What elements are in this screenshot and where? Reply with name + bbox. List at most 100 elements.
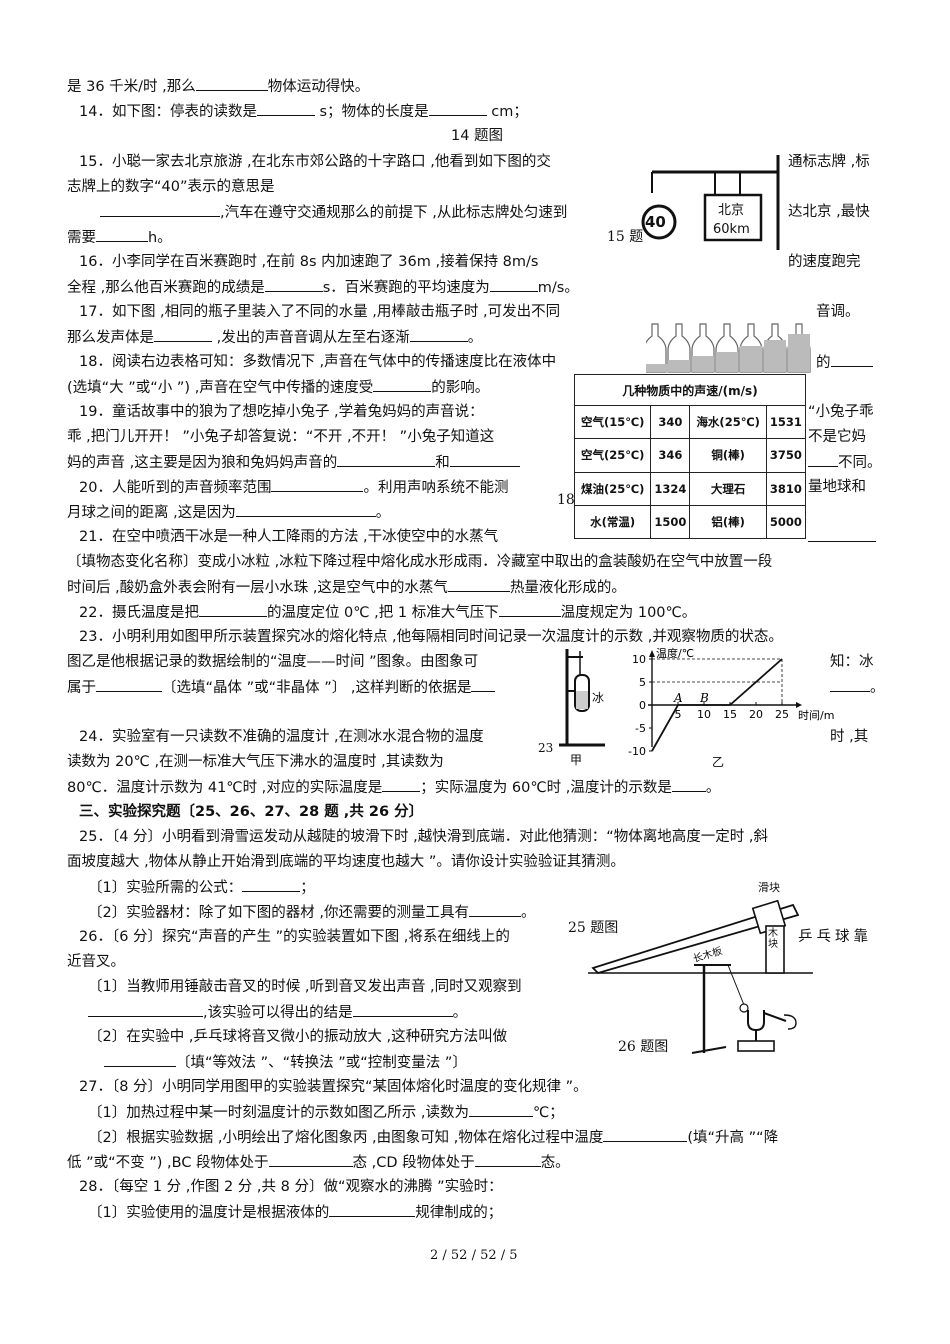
blank[interactable]: [603, 1127, 688, 1142]
blank[interactable]: [830, 677, 870, 692]
y-axis-arrow: [649, 650, 655, 657]
blank[interactable]: [808, 452, 838, 467]
question-15-line3: ,汽车在遵守交通规那么的前提下 ,从此标志牌处匀速到: [100, 202, 567, 223]
question-21-r1: [808, 527, 876, 548]
question-26-r1: 乒乓球靠: [798, 929, 872, 945]
fig23-ice-label: 冰: [592, 691, 605, 705]
blank[interactable]: [88, 1002, 203, 1017]
blank[interactable]: [337, 452, 436, 467]
question-19-line2: 乖 ,把门儿开开！ ”小兔子却答复说：“不开 ,不开！ ”小兔子知道这: [67, 429, 495, 445]
question-25-line2: 面坡度越大 ,物体从静止开始滑到底端的平均速度也越大 ”。请你设计实验验证其猜测…: [67, 854, 625, 870]
question-27-part2b: 低 ”或“不变 ”) ,BC 段物体处于态 ,CD 段物体处于态。: [67, 1152, 570, 1173]
fig15-sign: [641, 155, 780, 250]
question-17-line2: 那么发声体是 ,发出的声音音调从左至右逐渐。: [67, 327, 482, 348]
blank[interactable]: [468, 902, 521, 917]
question-25-part1: 〔1〕实验所需的公式：；: [88, 877, 315, 898]
question-25-part2: 〔2〕实验器材：除了如下图的器材 ,你还需要的测量工具有。: [88, 902, 535, 923]
fig14-caption: 14 题图: [451, 128, 504, 144]
fig25-incline: [588, 899, 813, 975]
blank[interactable]: [428, 101, 487, 116]
question-14: 14．如下图：停表的读数是 s；物体的长度是 cm；: [79, 101, 528, 122]
fig23-label-yi: 乙: [712, 755, 725, 769]
question-24-line2: 读数为 20℃ ,在测一标准大气压下沸水的温度时 ,其读数为: [67, 754, 444, 770]
question-17-r1: 音调。: [816, 304, 860, 320]
blank[interactable]: [489, 277, 538, 292]
point-label-a: A: [673, 691, 683, 705]
blank[interactable]: [373, 377, 432, 392]
x-tick-label: 10: [697, 708, 711, 721]
y-tick-label: 5: [639, 676, 646, 689]
x-axis-arrow: [796, 702, 802, 708]
question-23-line2: 图乙是他根据记录的数据绘制的“温度——时间 ”图象。由图象可: [67, 654, 479, 670]
question-23-line3: 属于〔选填“晶体 ”或“非晶体 ”〕 ,这样判断的依据是: [67, 677, 496, 698]
question-23-line1: 23．小明利用如图甲所示装置探究冰的熔化特点 ,他每隔相同时间记录一次温度计的示…: [79, 629, 783, 645]
blank[interactable]: [352, 1002, 453, 1017]
blank[interactable]: [471, 677, 496, 692]
blank[interactable]: [198, 602, 267, 617]
blank[interactable]: [96, 227, 148, 242]
fig18-caption: 18: [557, 492, 575, 508]
fig26-tuning-fork: [691, 964, 797, 1054]
question-19-line3: 妈的声音 ,这主要是因为狼和兔妈妈声音的和: [67, 452, 520, 473]
section-3-heading: 三、实验探究题〔25、26、27、28 题 ,共 26 分〕: [79, 804, 424, 820]
blank[interactable]: [242, 877, 301, 892]
question-18-line1: 18．阅读右边表格可知：多数情况下 ,声音在气体中的传播速度比在液体中: [79, 354, 557, 370]
blank[interactable]: [468, 1102, 533, 1117]
blank[interactable]: [409, 327, 468, 342]
blank[interactable]: [671, 777, 706, 792]
question-26-part1b: ,该实验可以得出的结是。: [88, 1002, 467, 1023]
x-axis-label: 时间/min: [798, 709, 835, 722]
blank[interactable]: [447, 577, 510, 592]
question-26-line1: 26．〔6 分〕探究“声音的产生 ”的实验装置如下图 ,将系在细线上的: [79, 929, 510, 945]
distance-sign: [703, 193, 763, 242]
blank[interactable]: [96, 677, 162, 692]
question-28-part1: 〔1〕实验使用的温度计是根据液体的规律制成的；: [88, 1202, 502, 1223]
question-23-r2: 知：冰: [830, 654, 874, 670]
question-15-r1: 通标志牌 ,标: [788, 154, 870, 170]
x-tick-label: 25: [775, 708, 789, 721]
slider-label: 滑块: [758, 881, 780, 894]
blank[interactable]: [498, 602, 561, 617]
question-15-line2: 志牌上的数字“40”表示的意思是: [67, 179, 275, 195]
blank[interactable]: [256, 101, 315, 116]
question-20-r1: 量地球和: [808, 479, 866, 495]
fig17-bottles: [646, 323, 811, 373]
blank[interactable]: [100, 202, 220, 217]
blank[interactable]: [104, 1052, 176, 1067]
y-axis-label: 温度/℃: [656, 646, 694, 660]
question-27-line1: 27．〔8 分〕小明同学用图甲的实验装置探究“某固体熔化时温度的变化规律 ”。: [79, 1079, 588, 1095]
question-27-part2: 〔2〕根据实验数据 ,小明绘出了熔化图象丙 ,由图象可知 ,物体在熔化过程中温度…: [88, 1127, 778, 1148]
sign-distance: 60km: [713, 222, 750, 237]
page-number: 2 / 52 / 52 / 5: [430, 1248, 518, 1263]
question-23-r3: 。: [830, 677, 885, 698]
blank[interactable]: [830, 352, 873, 367]
blank[interactable]: [235, 502, 376, 517]
question-24-line1: 24．实验室有一只读数不准确的温度计 ,在测冰水混合物的温度: [79, 729, 484, 745]
blank[interactable]: [808, 527, 876, 542]
question-18-r1: 的: [816, 352, 873, 373]
question-20-line1: 20．人能听到的声音频率范围。利用声呐系统不能测: [79, 477, 508, 498]
fig15-caption: 15 题: [607, 229, 644, 245]
blank[interactable]: [268, 1152, 353, 1167]
question-19-r2: 不是它妈: [808, 429, 866, 445]
blank[interactable]: [154, 327, 212, 342]
point-label-b: B: [699, 691, 709, 705]
wood-block-label: 木块: [768, 928, 778, 950]
question-17-line1: 17．如下图 ,相同的瓶子里装入了不同的水量 ,用棒敲击瓶子时 ,可发出不同: [79, 304, 561, 320]
blank[interactable]: [382, 777, 421, 792]
blank[interactable]: [329, 1202, 416, 1217]
blank[interactable]: [264, 277, 323, 292]
blank[interactable]: [474, 1152, 541, 1167]
question-21-line2: 〔填物态变化名称〕变成小冰粒 ,冰粒下降过程中熔化成水形成雨．冷藏室中取出的盒装…: [67, 554, 773, 570]
fig26-caption: 26 题图: [618, 1039, 669, 1055]
blank[interactable]: [271, 477, 364, 492]
speed-limit-value: 40: [645, 213, 666, 231]
blank[interactable]: [195, 76, 268, 91]
question-16-r1: 的速度跑完: [788, 254, 861, 270]
blank[interactable]: [449, 452, 520, 467]
